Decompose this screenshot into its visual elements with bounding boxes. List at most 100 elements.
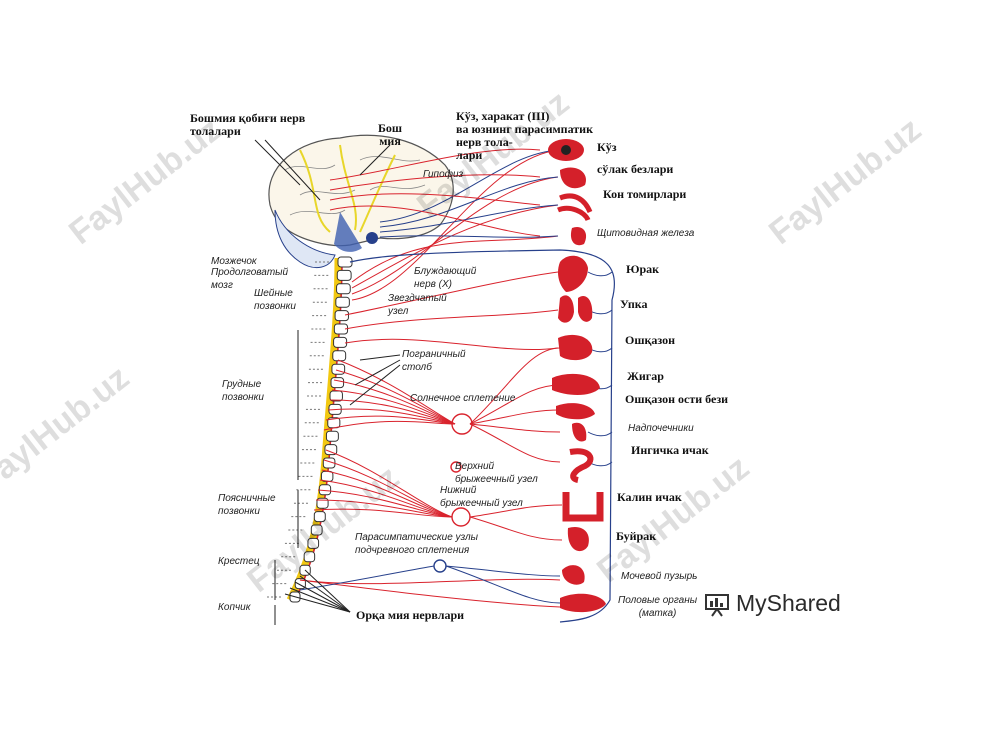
vertebra [313,511,326,523]
label-coccyx: Копчик [218,602,251,613]
sympathetic-nerve [335,369,456,425]
label-pointer [349,354,401,406]
sympathetic-nerve [469,347,561,425]
organ-label-thyroid: Щитовидная железа [597,228,695,239]
spinal-nerve-pointer [294,581,351,613]
organ-label-bladder: Мочевой пузырь [621,571,698,582]
parasympathetic-nerve [379,204,559,233]
parasympathetic-nerve [445,565,561,604]
sympathetic-nerve [469,516,563,541]
organ-label-heart: Юрак [626,262,660,276]
organ-label-small-intestine: Ингичка ичак [631,443,709,457]
label-pointer [359,144,391,176]
sympathetic-nerve [469,504,563,518]
sympathetic-nerve [327,408,456,425]
sympathetic-nerve [469,423,561,433]
salivary-organ [560,167,586,189]
organ-label-pancreas: Ошқазон ости бези [625,392,729,406]
vertebra [316,497,329,509]
spinal-nerve-pointer [289,587,351,613]
sympathetic-nerve [329,205,541,237]
vertebra [330,377,345,389]
sympathetic-nerve [351,176,559,295]
sympathetic-nerve [351,149,559,301]
spinal-nerve-pointer [284,593,351,613]
vagus-branch [587,271,613,277]
parasympathetic-nerve [379,149,559,223]
organ-label-stomach: Ошқазон [625,333,676,347]
sympathetic-nerve [469,423,561,463]
spinal-nerve-pointer [304,569,351,613]
genitals-organ [560,593,606,613]
heart-organ [558,255,588,292]
thyroid-organ [570,226,587,246]
parasympathetic-nerve [379,176,559,228]
sympathetic-nerve [344,309,559,330]
stomach-organ [558,334,593,361]
organ-label-vessels: Кон томирлари [603,187,687,201]
organ-label-salivary: сўлак безлари [597,162,674,176]
vertebra [336,283,351,295]
vertebra [331,363,346,375]
spinal-nerve-pointer [299,575,351,613]
sympathetic-nerve [469,384,561,425]
organ-label-liver: Жигар [627,369,664,383]
parasympathetic-nerve [445,565,561,577]
vertebra [325,430,339,442]
vertebra [310,524,323,536]
organ-label-adrenal: Надпочечники [628,423,694,434]
label-cerebellum: Мозжечок [211,256,257,267]
organ-label-lungs: Упка [620,297,648,311]
label-sacrum: Крестец [218,556,260,567]
sympathetic-nerve [329,148,541,181]
parasympathetic-nerve [299,565,435,591]
pancreas-organ [556,403,595,420]
vertebra [324,444,338,456]
sympathetic-nerve [329,399,456,425]
label-hypophysis: Гипофиз [423,169,464,180]
sympathetic-nerve [329,193,541,206]
vagus-branch [587,431,613,437]
sympathetic-nerve [337,359,456,425]
ganglia [433,413,473,573]
adrenal-organ [572,422,587,442]
organ-label-genitals: Половые органы(матка) [618,595,698,619]
sympathetic-nerve [299,579,561,608]
myshared-logo: MyShared [704,590,841,617]
label-spinal-nerves: Орқа мия нервлари [356,608,465,622]
vertebra [332,350,347,362]
liver-organ [552,373,600,395]
vertebra [336,269,352,281]
vagus-trunk [349,249,616,623]
vertebra [335,296,350,308]
organs-column [548,139,606,613]
sympathetic-nerve [469,409,561,425]
sympathetic-nerve [315,499,453,518]
parasympathetic-nerve [379,235,559,238]
sympathetic-nerve [313,508,453,518]
sympathetic-nerve [344,271,559,316]
brain-drawing [268,134,454,269]
vertebra [303,551,316,563]
sympathetic-nerve [325,449,453,518]
presentation-icon [705,593,729,617]
sympathetic-nerve [323,420,456,431]
sympathetic-nerve [325,415,456,425]
sympathetic-nerve [317,489,453,518]
region-brackets [274,330,299,625]
sympathetic-nerve [331,389,456,425]
organ-label-eye: Кўз [597,140,617,154]
kidney-organ [567,526,589,552]
vertebra [329,390,343,402]
